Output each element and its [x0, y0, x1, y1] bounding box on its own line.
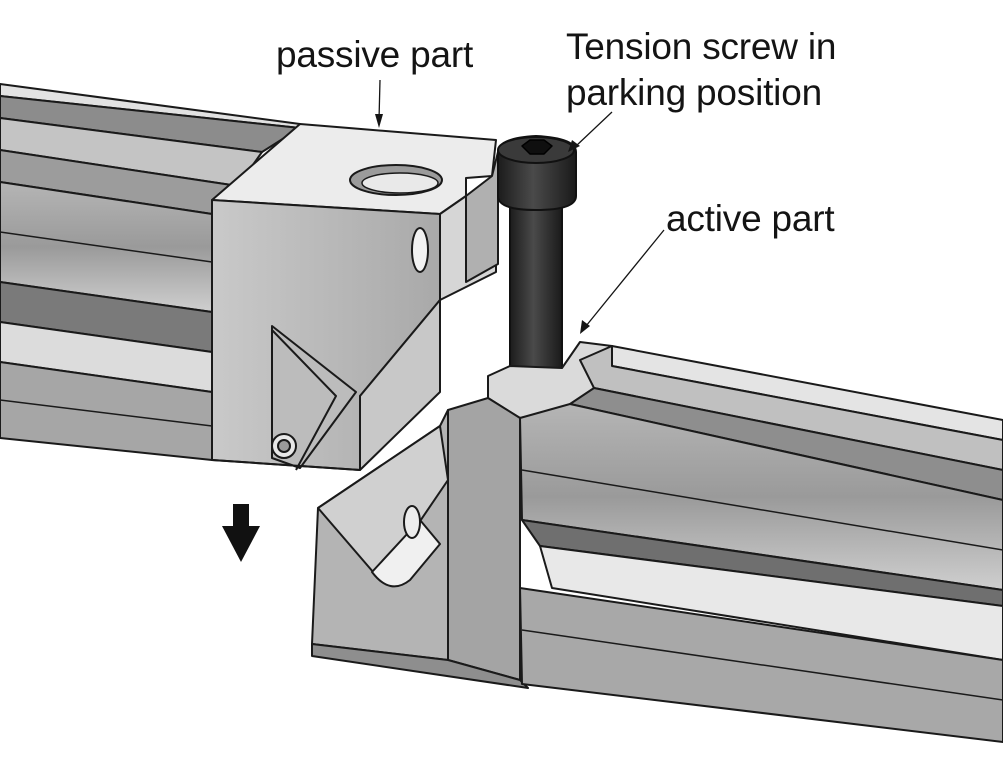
label-passive-part: passive part — [276, 34, 474, 75]
label-tension-line-1: Tension screw in — [566, 26, 837, 67]
left-aluminium-profile — [0, 83, 301, 461]
label-tension-line-2: parking position — [566, 72, 822, 113]
passive-connector-block — [211, 123, 499, 471]
right-aluminium-profile — [519, 345, 1003, 743]
leader-tension — [575, 111, 613, 147]
arrow-down-icon — [222, 504, 260, 562]
label-tension-screw: Tension screw in parking position — [566, 24, 837, 116]
label-active-part: active part — [666, 198, 835, 239]
leader-lines — [375, 79, 665, 334]
tension-screw — [497, 135, 577, 381]
leader-active — [585, 229, 665, 327]
leader-passive — [378, 79, 381, 121]
